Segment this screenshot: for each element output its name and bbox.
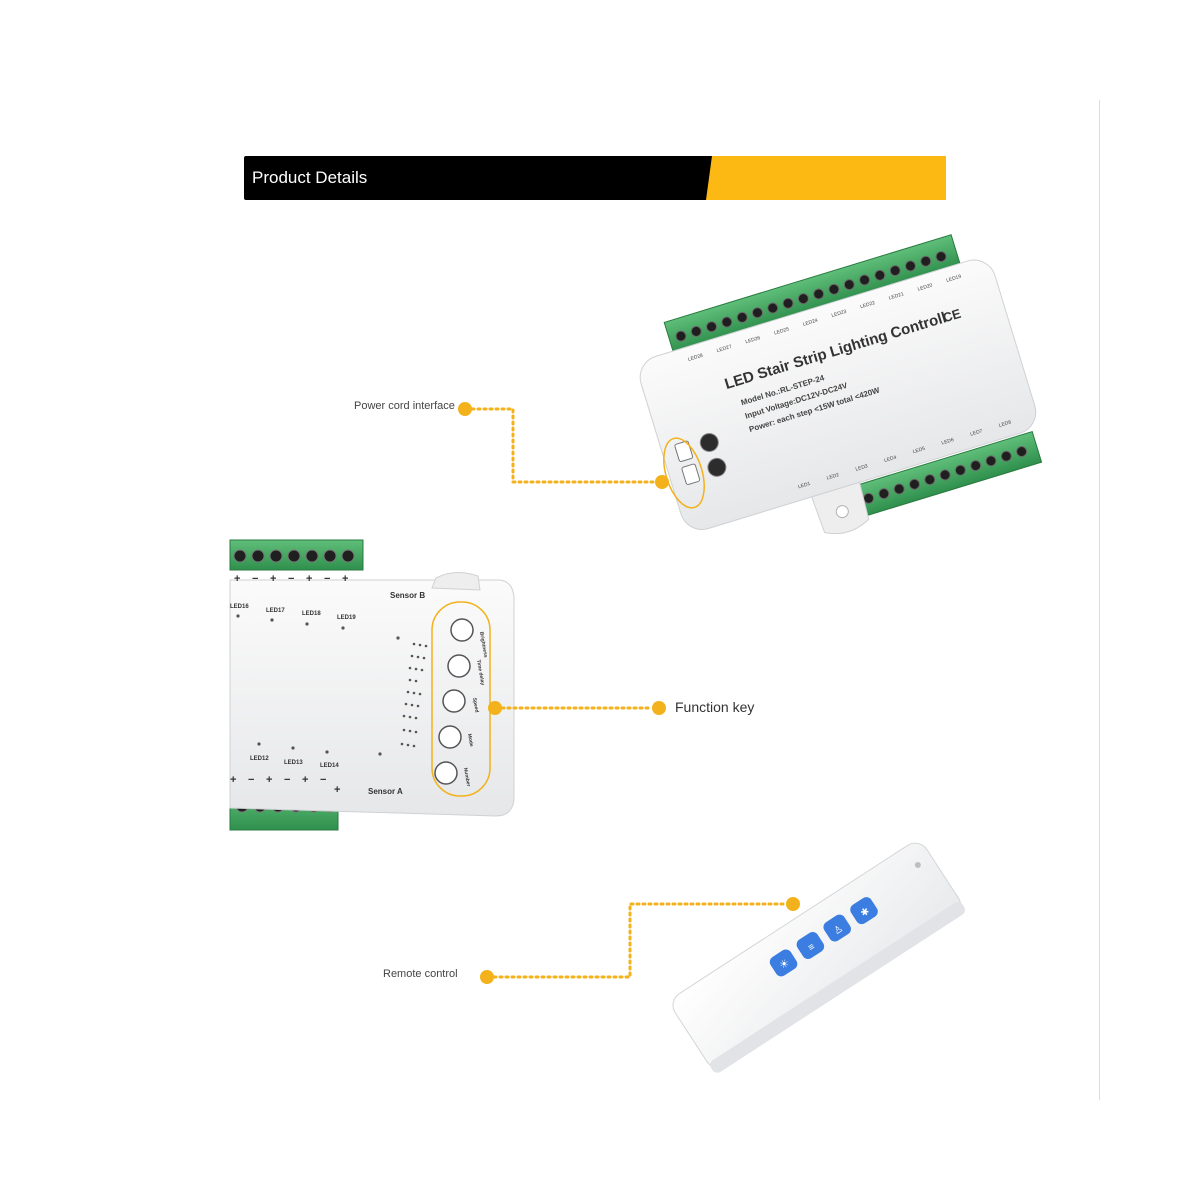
power-callout-dot — [458, 402, 472, 416]
led-label: LED12 — [250, 756, 269, 762]
controller-unit: LED Stair Strip Lighting Controll Model … — [639, 234, 1043, 535]
svg-text:−: − — [288, 573, 294, 585]
svg-text:−: − — [324, 573, 330, 585]
svg-text:Number: Number — [462, 767, 471, 787]
remote-button-person[interactable]: ♙ — [821, 912, 853, 944]
led-label: LED7 — [970, 428, 984, 437]
led-label: LED20 — [917, 282, 934, 292]
svg-text:−: − — [284, 774, 290, 786]
remote-button-dot — [786, 897, 800, 911]
remote-callout-dot — [480, 970, 494, 984]
svg-text:+: + — [342, 573, 348, 585]
svg-text:+: + — [334, 784, 340, 796]
header-background — [244, 156, 946, 200]
key-speed[interactable]: Speed — [442, 689, 480, 713]
led-label: LED19 — [337, 615, 356, 621]
section-header: Product Details — [244, 156, 946, 200]
remote-button-sun[interactable]: ☀ — [767, 947, 799, 979]
ce-mark: CE — [941, 306, 963, 326]
function-key-callout-dot — [652, 701, 666, 715]
svg-text:+: + — [230, 774, 236, 786]
function-key-highlight — [431, 601, 491, 797]
header-title: Product Details — [252, 168, 368, 187]
led-label: LED3 — [855, 463, 869, 472]
led-label: LED22 — [860, 300, 877, 310]
key-mode[interactable]: Mode — [438, 725, 474, 749]
led-label: LED4 — [884, 455, 898, 464]
svg-text:Time delay: Time delay — [475, 659, 485, 686]
key-number[interactable]: Number — [434, 761, 471, 787]
function-key-source-dot — [488, 701, 502, 715]
svg-text:+: + — [306, 573, 312, 585]
led-label: LED26 — [745, 335, 762, 345]
svg-text:Speed: Speed — [471, 697, 480, 713]
svg-text:−: − — [252, 573, 258, 585]
led-label: LED8 — [998, 419, 1012, 428]
svg-text:+: + — [302, 774, 308, 786]
led-label: LED17 — [266, 608, 285, 614]
power-ports — [674, 440, 701, 485]
led-label: LED28 — [687, 353, 704, 363]
function-key-label: Function key — [675, 699, 755, 715]
key-brightness[interactable]: Brightness — [450, 618, 489, 658]
power-cord-label: Power cord interface — [354, 400, 455, 412]
remote-leader — [492, 902, 788, 979]
svg-text:+: + — [266, 774, 272, 786]
power-leader — [470, 407, 656, 484]
svg-text:+: + — [234, 573, 240, 585]
function-key-closeup: + − + − + − + + − + − + − + Sensor B Sen… — [229, 539, 515, 831]
led-label: LED21 — [888, 291, 905, 301]
sensor-a-label: Sensor A — [368, 787, 403, 796]
led-label: LED6 — [941, 437, 955, 446]
led-label: LED18 — [302, 611, 321, 617]
led-label: LED25 — [773, 326, 790, 336]
remote-control: ☀ ≡ ♙ ✱ — [672, 842, 965, 1073]
right-divider — [1099, 100, 1100, 1100]
led-label: LED24 — [802, 318, 819, 328]
svg-text:+: + — [270, 573, 276, 585]
led-label: LED27 — [716, 344, 733, 354]
svg-text:Brightness: Brightness — [478, 631, 488, 658]
remote-button-sliders[interactable]: ≡ — [794, 930, 826, 962]
rotary-switches — [699, 432, 727, 477]
led-label: LED23 — [831, 309, 848, 319]
led-label: LED5 — [912, 446, 926, 455]
svg-text:−: − — [320, 774, 326, 786]
led-label: LED19 — [946, 274, 963, 284]
led-label: LED1 — [797, 481, 811, 490]
led-label: LED2 — [826, 472, 840, 481]
svg-text:−: − — [248, 774, 254, 786]
sensor-b-label: Sensor B — [390, 591, 425, 600]
remote-control-label: Remote control — [383, 968, 458, 980]
leader-lines — [470, 407, 788, 979]
led-label: LED13 — [284, 760, 303, 766]
power-port-dot — [655, 475, 669, 489]
led-label: LED14 — [320, 763, 339, 769]
remote-button-snowflake[interactable]: ✱ — [848, 895, 880, 927]
svg-text:≡: ≡ — [806, 941, 817, 953]
indicator-grid — [400, 642, 428, 748]
top-terminal-block — [663, 234, 962, 354]
led-label: LED16 — [230, 604, 249, 610]
key-time-delay[interactable]: Time delay — [447, 654, 485, 686]
svg-text:Mode: Mode — [466, 733, 474, 747]
